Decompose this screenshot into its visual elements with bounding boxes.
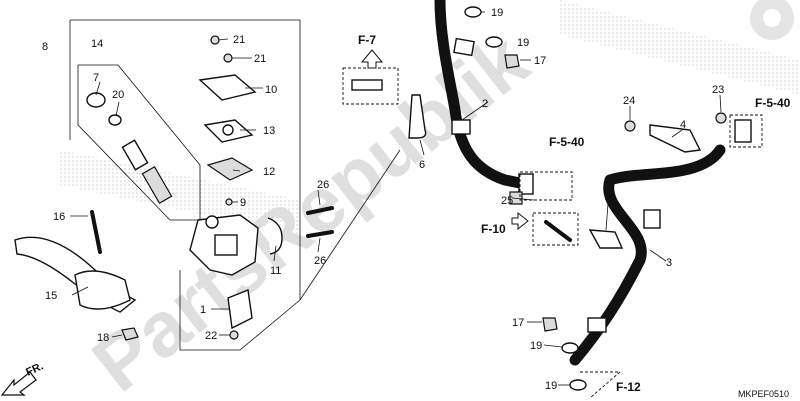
callout-21-b: 21 xyxy=(254,53,266,65)
callout-1: 1 xyxy=(200,304,206,316)
ref-bolt-f10 xyxy=(544,220,572,242)
callout-8: 8 xyxy=(42,41,48,53)
callout-23: 23 xyxy=(712,84,724,96)
diagram-code: MKPEF0510 xyxy=(738,389,789,399)
callout-18: 18 xyxy=(97,332,109,344)
bolts-23-24 xyxy=(624,112,727,132)
leader-lines xyxy=(70,11,722,386)
ref-bolt-f7 xyxy=(351,79,383,91)
piston-set xyxy=(121,139,173,205)
diaphragm-plate xyxy=(203,119,254,143)
callout-19-c: 19 xyxy=(530,340,542,352)
callout-labels: 1 2 3 4 5 6 7 8 9 10 11 12 13 14 15 16 1… xyxy=(42,7,724,392)
diaphragm xyxy=(206,157,254,181)
front-direction-label: FR. xyxy=(24,360,45,378)
callout-10: 10 xyxy=(265,84,277,96)
callout-13: 13 xyxy=(263,125,275,137)
ref-f12: F-12 xyxy=(616,380,641,394)
lever-nut xyxy=(121,327,139,341)
callout-17-upper: 17 xyxy=(534,55,546,67)
boot xyxy=(86,92,122,126)
brake-lever xyxy=(14,236,137,313)
assembly-frame xyxy=(69,19,401,351)
callout-2: 2 xyxy=(482,98,488,110)
callout-19-a: 19 xyxy=(491,7,503,19)
callout-19-d: 19 xyxy=(545,380,557,392)
callout-3: 3 xyxy=(666,257,672,269)
pivot-bolt xyxy=(90,210,102,254)
callout-4: 4 xyxy=(680,119,686,131)
callout-19-b: 19 xyxy=(517,37,529,49)
hose-clamp-6 xyxy=(408,94,427,139)
ref-arrow-right-icon xyxy=(511,211,529,231)
brake-hose-upper xyxy=(434,0,526,189)
reference-labels: F-7 F-5-40 F-5-40 F-10 F-12 xyxy=(358,33,791,394)
holder-clamp xyxy=(267,217,283,255)
bracket-4 xyxy=(649,124,702,153)
ref-f5-40-a: F-5-40 xyxy=(549,135,585,149)
callout-6: 6 xyxy=(419,159,425,171)
screw-9 xyxy=(225,198,233,206)
callout-26-b: 26 xyxy=(314,255,326,267)
ref-f10: F-10 xyxy=(481,222,506,236)
callout-17-lower: 17 xyxy=(512,317,524,329)
master-cylinder-body xyxy=(189,214,259,276)
callout-20: 20 xyxy=(112,89,124,101)
callout-15: 15 xyxy=(45,290,57,302)
hose-joint xyxy=(518,119,752,195)
callout-16: 16 xyxy=(53,211,65,223)
reservoir-cap xyxy=(198,74,263,101)
switch-unit xyxy=(227,289,253,330)
callout-21-a: 21 xyxy=(233,34,245,46)
callout-9: 9 xyxy=(240,197,246,209)
watermark-text: PartsRepublik xyxy=(76,16,544,401)
callout-22: 22 xyxy=(205,330,217,342)
bracket-5 xyxy=(588,229,624,249)
callout-7: 7 xyxy=(93,72,99,84)
callout-24: 24 xyxy=(623,95,635,107)
callout-12: 12 xyxy=(263,166,275,178)
front-direction-arrow-icon xyxy=(0,371,37,396)
callout-11: 11 xyxy=(270,265,281,277)
bolts-26 xyxy=(306,206,334,238)
callout-5: 5 xyxy=(606,180,612,192)
brake-hose-lower xyxy=(569,144,726,366)
ref-f7: F-7 xyxy=(358,33,376,47)
ref-f5-40-b: F-5-40 xyxy=(755,96,791,110)
banjo-bolts-17 xyxy=(504,54,558,332)
callout-26-a: 26 xyxy=(317,179,329,191)
background-dot-pattern xyxy=(60,0,800,235)
screw-22 xyxy=(229,330,239,340)
callout-14: 14 xyxy=(91,38,103,50)
ref-arrow-up-icon xyxy=(360,49,384,69)
callout-25: 25 xyxy=(501,195,513,207)
watermark-gear-icon xyxy=(750,0,794,40)
